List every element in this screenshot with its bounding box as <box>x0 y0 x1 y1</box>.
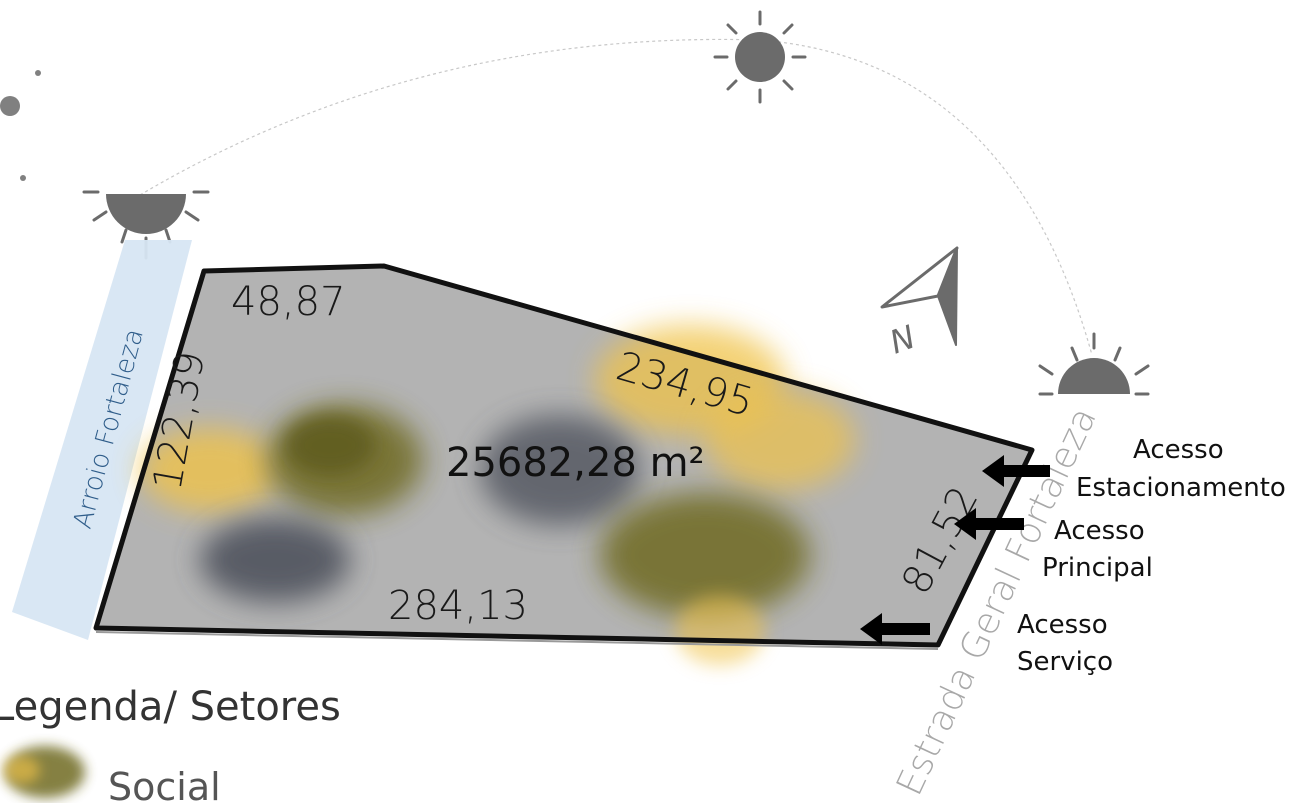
site-area-label: 25682,28 m² <box>446 440 705 486</box>
access-label-parking-line2: Estacionamento <box>1076 473 1286 503</box>
access-label-main-line2: Principal <box>1042 553 1153 583</box>
access-arrow-service-icon <box>860 613 930 645</box>
site-plot-outline <box>93 263 1035 648</box>
access-arrow-parking-icon <box>982 455 1050 487</box>
dimension-top: 48,87 <box>231 279 346 325</box>
north-label: N <box>885 318 921 362</box>
access-arrow-main-icon <box>954 508 1024 540</box>
sun-east-icon <box>1038 332 1150 396</box>
water-strip <box>12 240 192 640</box>
access-label-service-line1: Acesso <box>1017 610 1108 640</box>
access-label-service-line2: Serviço <box>1017 647 1113 677</box>
access-label-parking-line1: Acesso <box>1133 435 1224 465</box>
plot-shadow-edge <box>95 631 939 650</box>
legend-swatch-social <box>4 746 85 798</box>
dimension-bottom: 284,13 <box>388 583 528 629</box>
access-label-main-line1: Acesso <box>1054 516 1145 546</box>
zone-blobs <box>140 325 855 665</box>
north-arrow-icon: N <box>880 246 959 362</box>
legend-item-social-label: Social <box>108 765 221 803</box>
sun-top-icon <box>713 10 807 104</box>
sun-path-arc <box>139 38 1093 356</box>
legend-title: Legenda/ Setores <box>0 684 341 730</box>
moon-dots <box>0 70 41 181</box>
